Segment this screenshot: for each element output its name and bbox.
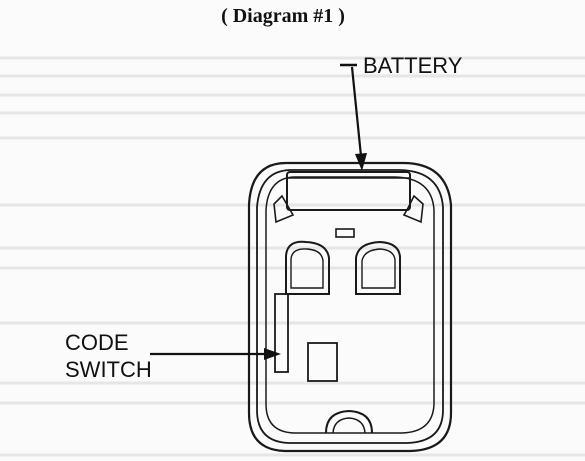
battery-left-clip: [273, 194, 295, 224]
right-button-recess: [355, 240, 401, 295]
code-switch-strip: [274, 293, 289, 373]
housing-inner-recess: [265, 176, 435, 434]
left-button-recess-inner: [290, 248, 324, 289]
battery-label: BATTERY: [363, 53, 463, 78]
left-button-recess: [285, 240, 330, 295]
right-button-recess-inner: [361, 248, 396, 289]
background-text-bleed: [0, 56, 585, 457]
housing-inner-edge: [256, 169, 444, 444]
diagram-title: ( Diagram #1 ): [221, 5, 345, 27]
center-tab: [335, 228, 355, 238]
housing-outer-edge: [247, 161, 453, 453]
code-switch-pointer-arrow: [150, 348, 281, 360]
code-switch-label-line1: CODE: [65, 330, 129, 355]
remote-housing: [247, 161, 453, 453]
button-recesses: [285, 240, 401, 295]
battery-right-clip: [402, 194, 424, 224]
battery-compartment: [273, 171, 424, 224]
battery-pointer-arrow: [350, 66, 367, 171]
code-switch-label-line2: SWITCH: [65, 357, 152, 382]
bottom-notch: [325, 409, 373, 434]
circuit-block: [307, 342, 338, 382]
battery-slot: [286, 171, 411, 211]
